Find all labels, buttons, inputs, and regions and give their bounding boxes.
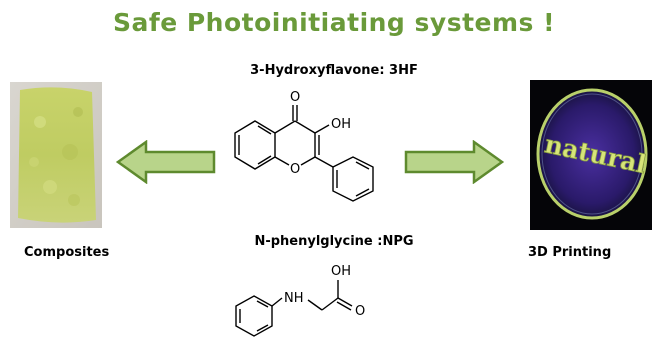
npg-amine-atom: NH bbox=[284, 291, 304, 306]
hf-compound-label: 3-Hydroxyflavone: 3HF bbox=[250, 63, 418, 78]
printing-label: 3D Printing bbox=[528, 245, 612, 260]
hydroxyl-group-atom: OH bbox=[331, 117, 351, 132]
carbonyl-oxygen-atom: O bbox=[290, 90, 300, 105]
npg-carbonyl-oxygen-atom: O bbox=[355, 304, 365, 319]
composite-sample-photo bbox=[10, 82, 102, 228]
npg-hydroxyl-atom: OH bbox=[331, 264, 351, 279]
npg-structure: OH NH O bbox=[235, 264, 365, 337]
composites-label: Composites bbox=[24, 245, 110, 260]
ring-oxygen-atom: O bbox=[290, 162, 300, 177]
3d-printed-object-photo: natural bbox=[530, 80, 652, 230]
slide-title: Safe Photoinitiating systems ! bbox=[112, 8, 556, 37]
arrow-to-3d-printing bbox=[404, 140, 504, 184]
npg-compound-label: N-phenylglycine :NPG bbox=[254, 234, 414, 249]
arrow-to-composites bbox=[116, 140, 216, 184]
hf-structure: O OH O bbox=[234, 90, 374, 202]
